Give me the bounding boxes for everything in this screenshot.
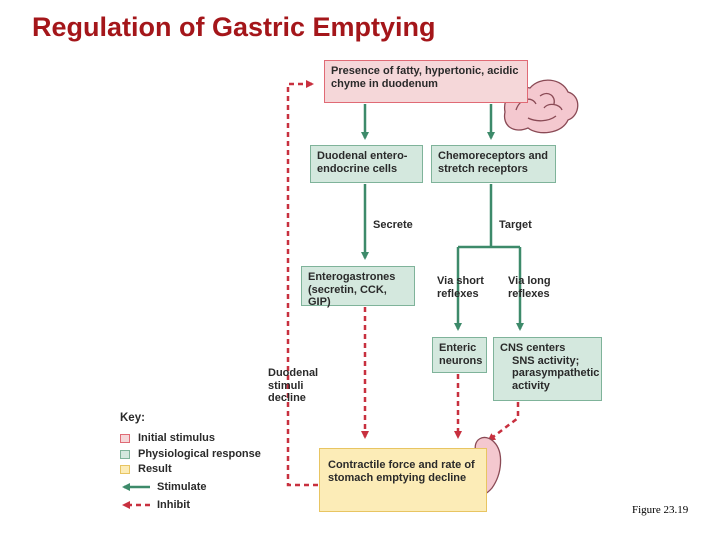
secrete-label: Secrete (373, 219, 413, 231)
key-initial-stimulus: Initial stimulus (120, 432, 215, 444)
arrow-feedback-loop (286, 80, 318, 487)
initial-stimulus-box: Presence of fatty, hypertonic, acidic ch… (324, 60, 528, 103)
key-title: Key: (120, 412, 145, 424)
key-result-swatch (120, 464, 130, 474)
key-result: Result (120, 463, 172, 475)
cns-para-line: parasympathetic activity (512, 367, 600, 392)
cns-sns-line: SNS activity; (512, 354, 580, 367)
enterogastrones-box: Enterogastrones (secretin, CCK, GIP) (301, 266, 415, 308)
key-inhibit-label: Inhibit (157, 499, 190, 511)
page-title: Regulation of Gastric Emptying (32, 12, 436, 42)
cns-centers-title: CNS centers (500, 342, 566, 354)
enteroendocrine-box: Duodenal entero-endocrine cells (310, 145, 423, 183)
via-long-label: Via long reflexes (508, 275, 551, 300)
key-stimulate-label: Stimulate (157, 481, 207, 493)
key-stimulus-swatch (120, 433, 130, 443)
duodenal-decline-label: Duodenal stimuli decline (268, 367, 319, 404)
cns-centers-box: CNS centers SNS activity; parasympatheti… (493, 337, 602, 401)
key-response-swatch (120, 449, 130, 459)
arrow-cns-inhibit (487, 402, 520, 442)
via-short-label: Via short reflexes (437, 275, 484, 300)
enteric-neurons-box: Enteric neurons (432, 337, 487, 373)
result-box: Contractile force and rate of stomach em… (319, 448, 487, 512)
chemoreceptors-box: Chemoreceptors and stretch receptors (431, 145, 556, 183)
figure-caption: Figure 23.19 (632, 504, 689, 516)
key-physiological-response: Physiological response (120, 448, 261, 460)
target-label: Target (499, 219, 532, 231)
